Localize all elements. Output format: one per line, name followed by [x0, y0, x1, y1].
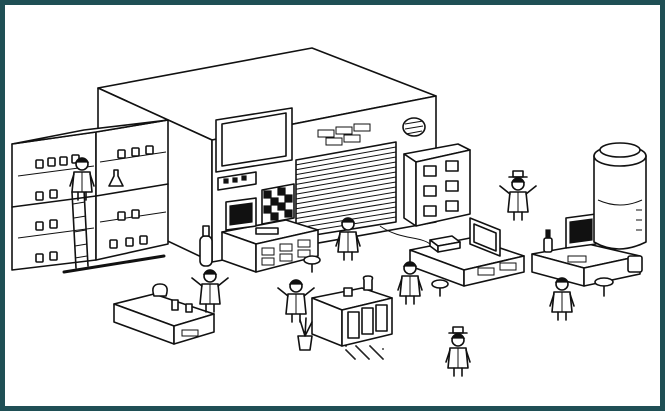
person-at-door[interactable]: [335, 217, 361, 261]
shelf-jar[interactable]: [139, 235, 148, 245]
glassware-set[interactable]: [152, 283, 193, 313]
computer-monitor-right[interactable]: [565, 213, 597, 249]
person-on-ladder[interactable]: [69, 157, 95, 201]
gas-cylinder[interactable]: [199, 225, 213, 267]
wall-checkerboard[interactable]: [261, 183, 295, 225]
lab-cabinet-center[interactable]: [311, 287, 393, 347]
dot: [345, 345, 347, 347]
lab-equipment-box[interactable]: [429, 235, 461, 253]
lab-table-bottom-left[interactable]: [113, 293, 215, 345]
cabinet-jars[interactable]: [343, 275, 374, 297]
person-bottom-center[interactable]: [445, 326, 471, 377]
floor-rail: [62, 254, 166, 274]
shelf-jar[interactable]: [131, 209, 140, 219]
stool-right-center[interactable]: [431, 279, 449, 297]
shelf-jar[interactable]: [49, 189, 58, 199]
potted-plant[interactable]: [297, 317, 313, 351]
shelf-jar[interactable]: [49, 219, 58, 229]
person-sitting-table[interactable]: [397, 261, 423, 305]
spilled-dots: [345, 345, 384, 360]
shelf-jar[interactable]: [35, 221, 44, 231]
shelf-jar[interactable]: [47, 157, 56, 167]
shelf-jar[interactable]: [35, 191, 44, 201]
hidden-folks-scene[interactable]: [5, 5, 660, 406]
dot: [345, 349, 347, 351]
shelf-jar[interactable]: [35, 253, 44, 263]
specimen-bottle[interactable]: [543, 229, 553, 253]
roller-door[interactable]: [295, 141, 397, 239]
stool-center[interactable]: [303, 255, 321, 273]
person-with-plant[interactable]: [277, 279, 315, 323]
person-waving-right[interactable]: [499, 170, 537, 221]
dot: [369, 345, 371, 347]
shelf-ladder[interactable]: [71, 189, 89, 269]
dot: [382, 348, 384, 350]
person-right-standing[interactable]: [549, 277, 575, 321]
person-near-bottom-left-table[interactable]: [191, 269, 229, 313]
wall-tv-screen[interactable]: [215, 107, 293, 173]
shelf-jar[interactable]: [59, 156, 68, 166]
dot: [355, 345, 357, 347]
shelf-jar[interactable]: [131, 147, 140, 157]
shelf-jar[interactable]: [145, 145, 154, 155]
lab-table-center-right[interactable]: [409, 237, 525, 287]
shelf-jar[interactable]: [109, 239, 118, 249]
wall-control-panel: [217, 171, 257, 191]
storage-cabinet[interactable]: [403, 143, 471, 227]
computer-monitor-left[interactable]: [225, 197, 279, 235]
floor-cable: [379, 225, 431, 245]
shelf-jar[interactable]: [35, 159, 44, 169]
stool-right[interactable]: [594, 277, 614, 297]
tilted-monitor[interactable]: [469, 217, 501, 257]
shelf-jar[interactable]: [117, 211, 126, 221]
shelf-jar[interactable]: [49, 251, 58, 261]
bucket[interactable]: [627, 255, 643, 273]
storage-shelf-left[interactable]: [11, 119, 169, 271]
storage-tank[interactable]: [593, 142, 647, 250]
shelf-jar[interactable]: [125, 237, 134, 247]
shelf-jar[interactable]: [117, 149, 126, 159]
